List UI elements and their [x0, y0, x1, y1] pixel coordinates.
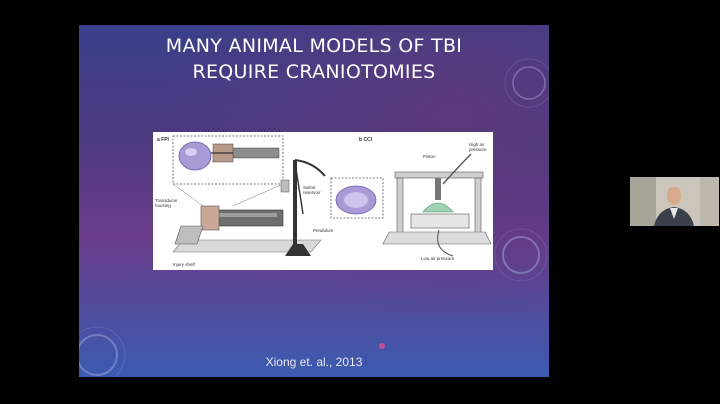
presentation-slide: MANY ANIMAL MODELS OF TBI REQUIRE CRANIO… [79, 25, 549, 377]
presenter-face [667, 187, 681, 205]
label-high-air: High air [469, 142, 485, 147]
fpi-cylinder [212, 209, 284, 227]
cci-inset-box [330, 177, 384, 219]
fpi-cylinder-shine [219, 213, 277, 217]
label-pressure: pressure [469, 147, 487, 152]
fpi-brain-detail [185, 148, 197, 156]
label-low-air-pressure: Low air pressure [421, 256, 455, 261]
cci-top-beam [394, 171, 484, 179]
cci-piston [435, 178, 441, 200]
panel-b-label: b CCI [359, 137, 373, 143]
tbi-model-figure: a FPI b CCI [153, 132, 493, 270]
panel-a-label: a FPI [157, 137, 170, 143]
label-saline: Saline [303, 185, 316, 190]
fpi-inset-cylinder [232, 147, 280, 159]
figure-illustration: a FPI b CCI [155, 135, 492, 267]
cci-impactor [422, 202, 454, 213]
label-injury-shelf: Injury shelf [173, 262, 196, 267]
injury-shelf-block [174, 225, 204, 245]
fpi-housing [200, 205, 220, 231]
presenter-video [630, 177, 719, 226]
label-pendulum: Pendulum [313, 228, 334, 233]
presenter-hair [667, 187, 681, 191]
cci-base [382, 231, 492, 245]
label-transducer: Transducer [155, 198, 178, 203]
pointer-dot [379, 343, 385, 349]
cci-right-post [474, 177, 482, 235]
label-housing: housing [155, 203, 171, 208]
pendulum-pole [293, 160, 297, 256]
low-air-tube [437, 229, 454, 257]
slide-decorations [79, 58, 549, 377]
zoom-line-left [172, 183, 204, 207]
fpi-inset-box [172, 135, 284, 185]
webcam-thumbnail[interactable] [630, 177, 719, 226]
cci-left-post [396, 177, 404, 235]
pendulum-arc [294, 159, 326, 177]
cci-brain-detail [344, 192, 368, 208]
saline-reservoir [280, 179, 290, 193]
slide-title-line-2: REQUIRE CRANIOTOMIES [192, 61, 436, 83]
presenter-shirt [670, 208, 678, 219]
high-air-tube [442, 153, 472, 185]
label-piston: Piston [423, 154, 436, 159]
fpi-brain [178, 141, 212, 171]
slide-citation: Xiong et. al., 2013 [265, 355, 363, 369]
pendulum-foot [285, 244, 311, 256]
slide-title-line-1: MANY ANIMAL MODELS OF TBI [165, 35, 463, 57]
cci-stage [410, 213, 470, 229]
slide-title: MANY ANIMAL MODELS OF TBI REQUIRE CRANIO… [79, 33, 549, 85]
zoom-line-right [232, 183, 284, 207]
label-reservoir: reservoir [303, 190, 321, 195]
pendulum-arm [294, 161, 304, 215]
